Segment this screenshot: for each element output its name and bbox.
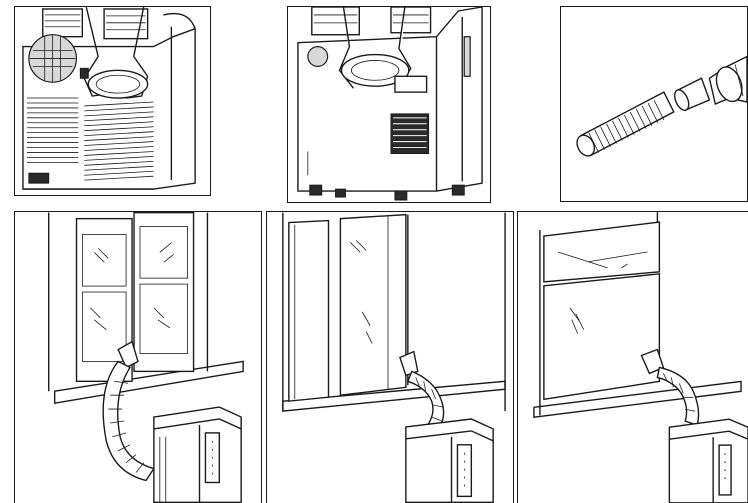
window-pane-bottom	[544, 274, 659, 399]
window-pane-right	[340, 215, 405, 396]
rear-grille	[391, 76, 429, 153]
panel-remove-adapter-rear	[287, 6, 491, 203]
panel-hose-and-adapters	[560, 6, 748, 202]
hose-adapter-icon	[672, 78, 710, 112]
panel-remove-adapter-front	[14, 6, 211, 196]
hung-window-drawing	[518, 212, 748, 503]
air-conditioner-unit	[406, 419, 493, 502]
casement-window-drawing	[15, 212, 261, 503]
panel-hung-window	[517, 211, 748, 503]
panel-casement-window	[14, 211, 262, 503]
window-adapter-icon	[709, 57, 747, 105]
air-conditioner-unit	[154, 407, 241, 502]
exhaust-hose-icon	[641, 350, 698, 426]
front-unit-drawing	[15, 7, 210, 195]
exhaust-hose-icon	[574, 92, 674, 159]
rear-unit-drawing	[288, 7, 490, 202]
window-pane-top	[544, 222, 659, 282]
hose-parts-drawing	[561, 7, 747, 201]
window-sash-right	[134, 213, 194, 372]
air-conditioner-unit	[669, 419, 748, 503]
window-pane-left	[289, 221, 329, 402]
sliding-window-drawing	[267, 212, 513, 503]
exhaust-hose-icon	[400, 352, 444, 433]
panel-sliding-window	[266, 211, 514, 503]
adapter-ring-icon	[88, 70, 147, 98]
